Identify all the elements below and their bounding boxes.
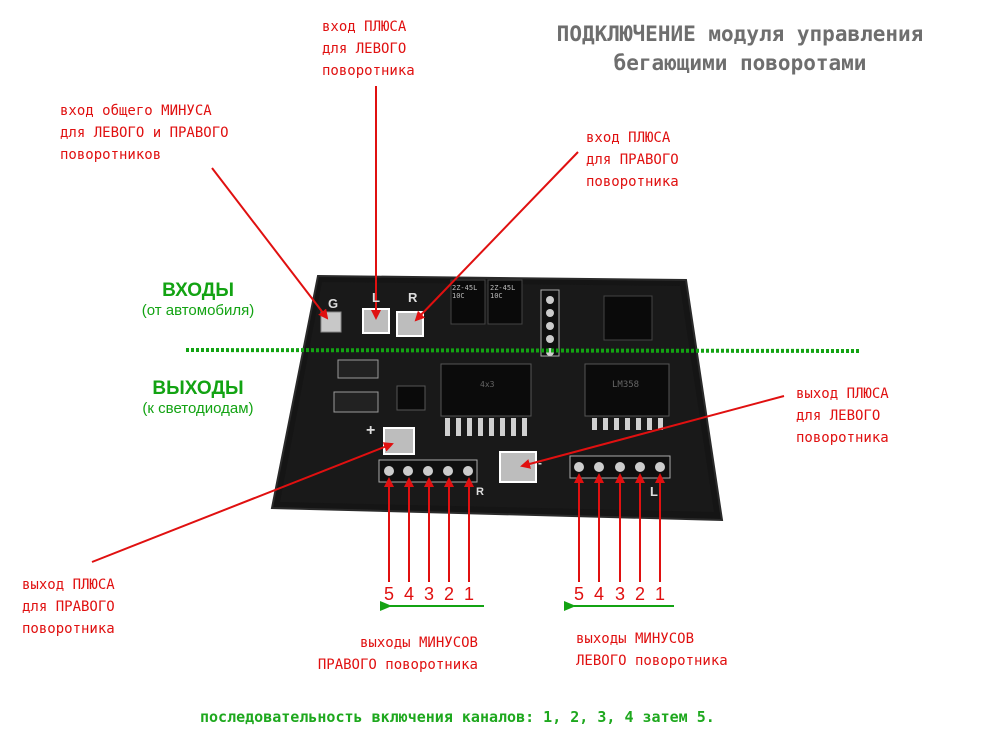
title-line-1: ПОДКЛЮЧЕНИЕ модуля управления [556,22,924,46]
outputs-heading: ВЫХОДЫ [152,378,244,399]
pad-plus-right-output [383,427,415,455]
pointer-plus-left-out [520,395,785,469]
inputs-subheading: (от автомобиля) [141,302,255,319]
chip-top-right [603,295,653,341]
label-plus-right-output: выход ПЛЮСА для ПРАВОГО поворотника [22,577,115,637]
board-marking-l: L [372,290,380,305]
pointer-plus-right-out [91,442,394,563]
title-line-2: бегающими поворотами [613,51,867,75]
inputs-heading: ВХОДЫ [162,280,234,301]
board-marking-minus: - [538,456,542,470]
chip-top-1 [450,279,486,325]
pointer-plus-right-in [414,151,579,322]
label-minus-common-input: вход общего МИНУСА для ЛЕВОГО и ПРАВОГО … [60,103,229,163]
page-title: ПОДКЛЮЧЕНИЕ модуля управления бегающими … [470,20,1000,78]
left-channel-number: 5 [573,584,584,604]
chip-main-1-marking: 4x3 [480,380,495,389]
outputs-subheading: (к светодиодам) [142,400,254,417]
divider-line [185,348,861,353]
chip-main-1 [440,363,532,417]
label-plus-left-output: выход ПЛЮСА для ЛЕВОГО поворотника [796,386,889,446]
chip-top-1-marking: 2Z-45L 10C [452,284,478,300]
board-marking-r: R [408,290,418,305]
label-plus-left-input: вход ПЛЮСА для ЛЕВОГО поворотника [322,19,415,79]
board-marking-l-out: L [650,484,658,499]
right-channel-number: 3 [423,584,434,604]
pad-plus-left-output [499,451,537,483]
label-plus-right-input: вход ПЛЮСА для ПРАВОГО поворотника [586,130,679,190]
board-marking-plus: + [366,422,376,439]
chip-main-2 [584,363,670,417]
chip-top-2-marking: 2Z-45L 10C [490,284,516,300]
outputs-section: ВЫХОДЫ (к светодиодам) [118,378,278,417]
pad-r-input [396,311,424,337]
footer-sequence-note: последовательность включения каналов: 1,… [200,708,715,726]
right-channel-number: 2 [443,584,454,604]
inputs-section: ВХОДЫ (от автомобиля) [118,280,278,319]
left-channel-number: 4 [593,584,604,604]
pointer-minus-common [211,167,329,320]
left-channel-number: 3 [614,584,625,604]
left-channel-number: 1 [654,584,665,604]
right-channel-number: 1 [463,584,474,604]
label-minus-right-outputs: выходы МИНУСОВ ПРАВОГО поворотника [317,635,478,673]
left-channel-number: 2 [634,584,645,604]
pcb-board [270,274,724,522]
right-channel-number: 4 [403,584,414,604]
chip-main-2-marking: LM358 [612,380,640,390]
board-marking-r-out: R [476,486,484,498]
label-minus-left-outputs: выходы МИНУСОВ ЛЕВОГО поворотника [576,631,728,669]
board-marking-g: G [328,296,339,311]
chip-top-2 [487,279,523,325]
right-channel-number: 5 [383,584,394,604]
